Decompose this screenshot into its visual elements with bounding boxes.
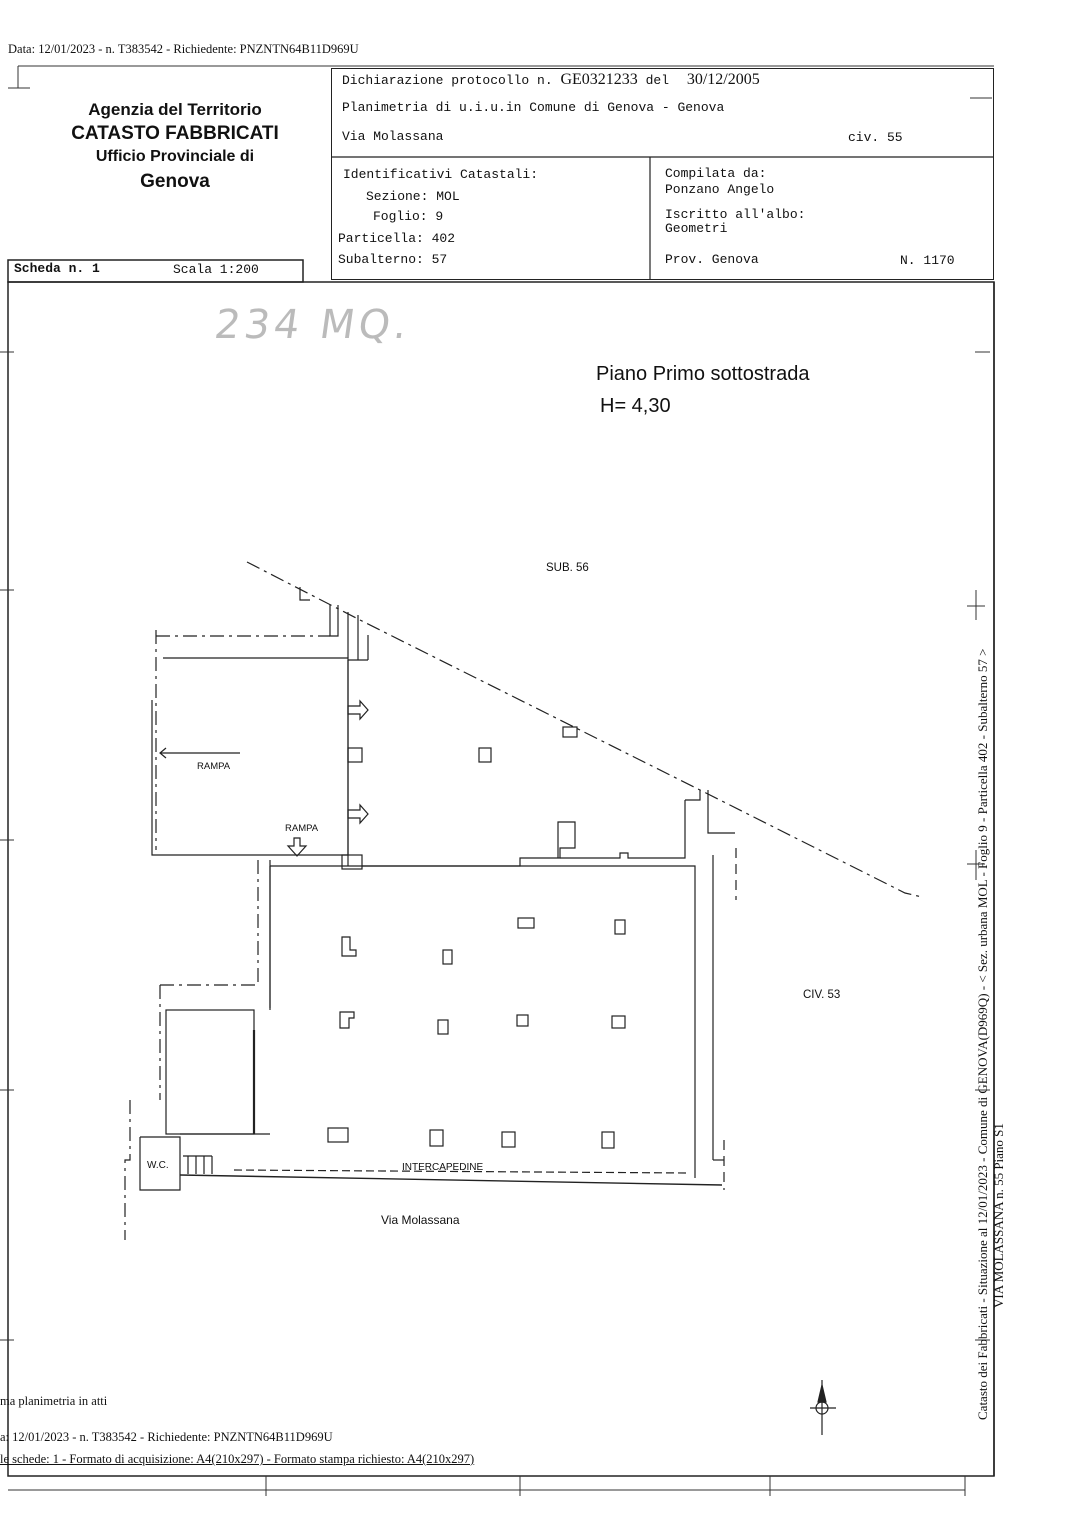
footer-line-2: a: 12/01/2023 - n. T383542 - Richiedente… xyxy=(0,1430,333,1444)
office-city: Genova xyxy=(140,171,210,192)
neighbor-civ-53: CIV. 53 xyxy=(803,989,841,1001)
albo-label: Iscritto all'albo: xyxy=(665,207,806,222)
subalterno: Subalterno: 57 xyxy=(338,252,448,267)
ramp-label-2: RAMPA xyxy=(285,823,319,834)
neighbor-sub-56: SUB. 56 xyxy=(546,562,589,574)
compiler-name: Ponzano Angelo xyxy=(665,182,775,197)
footer-line-3: le schede: 1 - Formato di acquisizione: … xyxy=(0,1452,475,1466)
floor-name: Piano Primo sottostrada xyxy=(596,363,810,385)
intercapedine-label: INTERCAPEDINE xyxy=(402,1162,484,1173)
particella: Particella: 402 xyxy=(338,231,456,246)
street-name: Via Molassana xyxy=(342,129,444,144)
footer-line-1: ma planimetria in atti xyxy=(0,1394,108,1408)
header-grid xyxy=(7,156,994,283)
scheda-number: Scheda n. 1 xyxy=(14,261,100,276)
street-label: Via Molassana xyxy=(381,1213,460,1227)
protocol-number: GE0321233 xyxy=(560,71,638,88)
catasto-title: CATASTO FABBRICATI xyxy=(71,123,279,144)
request-header: Data: 12/01/2023 - n. T383542 - Richiede… xyxy=(8,42,359,56)
floor-height: H= 4,30 xyxy=(600,395,671,417)
identifiers-title: Identificativi Catastali: xyxy=(343,167,539,182)
sezione: Sezione: MOL xyxy=(366,189,460,204)
side-line-2: VIA MOLASSANA n. 55 Piano S1 xyxy=(991,1123,1006,1308)
office-label: Ufficio Provinciale di xyxy=(95,148,255,165)
compiler-title: Compilata da: xyxy=(665,166,767,181)
province: Prov. Genova xyxy=(665,252,759,267)
vertical-side-caption: Catasto dei Fabbricati - Situazione al 1… xyxy=(975,540,1007,1420)
declaration-line: Dichiarazione protocollo n. GE0321233 de… xyxy=(342,71,760,88)
civic-number: civ. 55 xyxy=(848,130,903,145)
wc-label: W.C. xyxy=(147,1160,169,1171)
ramp-label-1: RAMPA xyxy=(197,761,231,772)
foglio: Foglio: 9 xyxy=(373,209,444,224)
declaration-date: 30/12/2005 xyxy=(686,71,760,88)
albo-value: Geometri xyxy=(665,221,728,236)
plan-municipality: Planimetria di u.i.u.in Comune di Genova… xyxy=(342,100,725,115)
side-line-1: Catasto dei Fabbricati - Situazione al 1… xyxy=(975,648,990,1420)
agency-block: Agenzia del Territorio CATASTO FABBRICAT… xyxy=(40,100,310,193)
scale-label: Scala 1:200 xyxy=(173,262,259,277)
header-box xyxy=(331,68,994,280)
registration-number: N. 1170 xyxy=(900,253,955,268)
agency-name: Agenzia del Territorio xyxy=(88,100,262,119)
